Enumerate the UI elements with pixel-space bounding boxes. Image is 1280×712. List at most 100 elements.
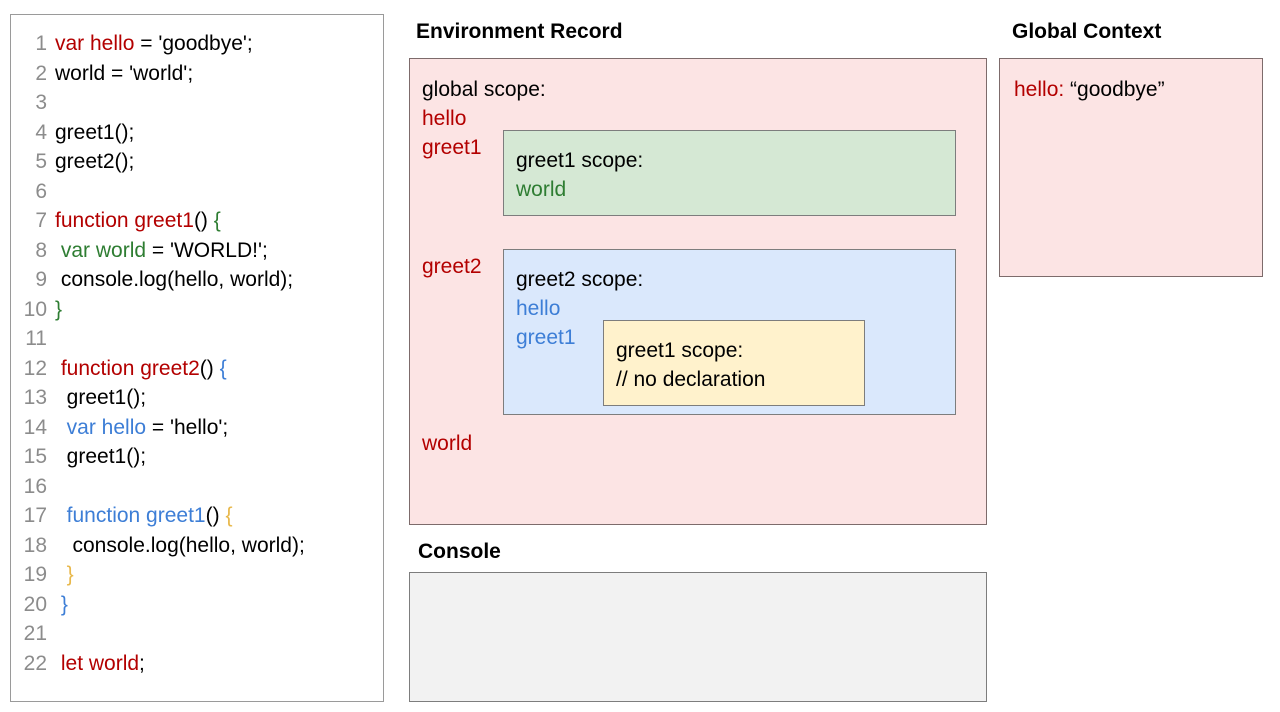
code-token: let world [60, 651, 140, 675]
code-token: = 'hello'; [146, 415, 229, 439]
console-title: Console [418, 540, 501, 563]
global-context-box: hello: “goodbye” [999, 58, 1263, 277]
code-token: greet2(); [55, 150, 135, 173]
code-line-number: 20 [23, 592, 47, 616]
code-line-text: console.log(hello, world); [55, 531, 305, 561]
code-line[interactable]: 16 [11, 472, 383, 502]
code-line-number: 1 [35, 32, 47, 55]
code-line[interactable]: 11 [11, 324, 383, 354]
code-line[interactable]: 5 greet2(); [11, 147, 383, 177]
code-line-list: 1 var hello = 'goodbye'; 2 world = 'world';… [11, 15, 383, 678]
greet1-binding-world: world [516, 178, 567, 201]
code-line-number: 2 [35, 61, 47, 85]
nested-greet1-scope-note: // no declaration [616, 368, 766, 391]
code-line[interactable]: 7 function greet1() { [11, 206, 383, 236]
global-binding-hello: hello [422, 107, 467, 130]
code-line[interactable]: 15 greet1(); [11, 442, 383, 472]
code-line[interactable]: 13 greet1(); [11, 383, 383, 413]
code-line-text: var hello = 'goodbye'; [55, 29, 253, 59]
code-token [55, 416, 67, 439]
code-line[interactable]: 21 [11, 619, 383, 649]
code-line[interactable]: 6 [11, 177, 383, 207]
code-line-number: 17 [23, 504, 47, 527]
greet2-scope-heading: greet2 scope: [516, 268, 644, 291]
global-binding-greet1: greet1 [422, 136, 482, 159]
global-binding-greet2: greet2 [422, 255, 482, 278]
code-token: { [213, 209, 221, 232]
environment-record-box: global scope: hello greet1 greet2 world … [409, 58, 987, 525]
code-line-number: 21 [23, 622, 47, 645]
code-line[interactable]: 18 console.log(hello, world); [11, 531, 383, 561]
code-line[interactable]: 17 function greet1() { [11, 501, 383, 531]
code-line-number: 8 [35, 238, 47, 262]
code-token: greet1(); [55, 120, 135, 144]
code-line-text: var world = 'WORLD!'; [55, 236, 268, 266]
environment-record-title: Environment Record [416, 20, 623, 43]
code-line-number: 11 [25, 327, 47, 350]
code-token: = 'WORLD!'; [146, 238, 268, 262]
code-line[interactable]: 22 let world; [11, 649, 383, 679]
code-line-text: } [55, 590, 68, 620]
code-line-number: 4 [35, 120, 47, 144]
code-line-text: greet1(); [55, 118, 134, 148]
code-token: function greet1 [55, 209, 194, 232]
code-line-number: 14 [23, 415, 47, 439]
code-line[interactable]: 1 var hello = 'goodbye'; [11, 29, 383, 59]
code-line[interactable]: 3 [11, 88, 383, 118]
nested-greet1-scope-box: greet1 scope: // no declaration [603, 320, 865, 406]
global-context-title: Global Context [1012, 20, 1162, 43]
greet2-scope-box: greet2 scope: hello greet1 greet1 scope:… [503, 249, 956, 415]
code-token: console.log(hello, world); [55, 268, 294, 291]
code-line[interactable]: 14 var hello = 'hello'; [11, 413, 383, 443]
code-line-number: 12 [23, 356, 47, 380]
nested-greet1-scope-heading: greet1 scope: [616, 339, 744, 362]
code-line-text: greet1(); [55, 383, 146, 413]
code-token [55, 504, 67, 527]
code-token: { [219, 356, 227, 380]
code-line[interactable]: 10} [11, 295, 383, 325]
code-token: = 'goodbye'; [134, 32, 253, 55]
code-line-number: 10 [23, 297, 47, 321]
code-line[interactable]: 9 console.log(hello, world); [11, 265, 383, 295]
code-line[interactable]: 19 } [11, 560, 383, 590]
global-context-entry-key: hello: [1014, 78, 1065, 101]
code-line-text: function greet1() { [55, 206, 221, 236]
greet2-binding-hello: hello [516, 297, 561, 320]
global-context-entry: hello: “goodbye” [1014, 75, 1165, 104]
code-token: var hello [66, 415, 147, 439]
global-context-entry-value: “goodbye” [1070, 78, 1165, 101]
code-line-number: 16 [23, 474, 47, 498]
code-line-number: 7 [35, 209, 47, 232]
code-line-number: 5 [35, 150, 47, 173]
console-box[interactable] [409, 572, 987, 702]
code-line[interactable]: 4 greet1(); [11, 118, 383, 148]
code-token: ; [139, 651, 145, 675]
code-line[interactable]: 20 } [11, 590, 383, 620]
code-line-text: } [55, 560, 74, 590]
code-token: } [55, 297, 63, 321]
greet1-scope-heading: greet1 scope: [516, 149, 644, 172]
code-token: var hello [55, 32, 135, 55]
code-line-text: function greet1() { [55, 501, 233, 531]
code-line-text: let world; [55, 649, 145, 679]
console-output [410, 573, 986, 593]
code-token: () [205, 504, 226, 527]
greet1-scope-box: greet1 scope: world [503, 130, 956, 216]
code-line-text: console.log(hello, world); [55, 265, 293, 295]
code-line[interactable]: 8 var world = 'WORLD!'; [11, 236, 383, 266]
code-line[interactable]: 2 world = 'world'; [11, 59, 383, 89]
code-editor-panel[interactable]: 1 var hello = 'goodbye'; 2 world = 'world';… [10, 14, 384, 702]
code-token: } [66, 563, 74, 586]
code-line-number: 15 [23, 445, 47, 468]
code-token: world = 'world'; [55, 61, 194, 85]
code-token: } [60, 592, 68, 616]
code-token: greet1(); [55, 445, 147, 468]
code-token [55, 563, 67, 586]
code-line-number: 18 [23, 533, 47, 557]
code-line-number: 22 [23, 651, 47, 675]
code-token: console.log(hello, world); [55, 533, 305, 557]
global-scope-heading: global scope: [422, 78, 546, 101]
code-line-number: 13 [23, 386, 47, 409]
code-line[interactable]: 12 function greet2() { [11, 354, 383, 384]
